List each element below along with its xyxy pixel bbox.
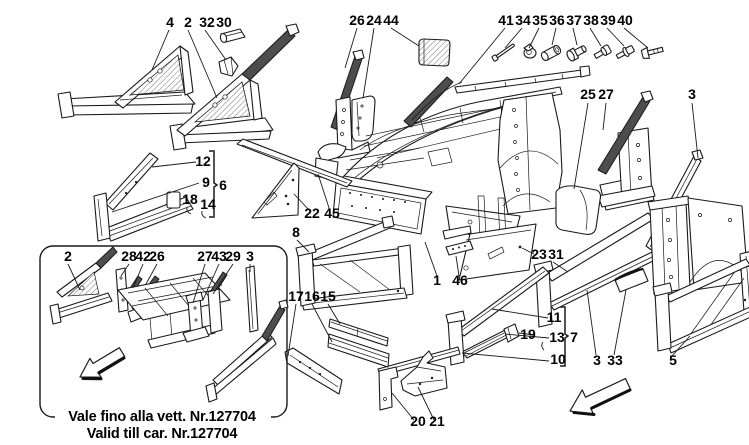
callout-37: 37 — [566, 12, 582, 28]
inset-callout-29: 29 — [225, 248, 241, 264]
callout-13: 13 — [549, 329, 565, 345]
callout-10: 10 — [550, 351, 566, 367]
caption-line-english: Valid till car. Nr.127704 — [87, 426, 238, 442]
bushing-icon — [540, 44, 562, 62]
callout-20: 20 — [410, 413, 426, 429]
left-sill-group-drawing — [93, 152, 194, 242]
bolt-icon — [566, 45, 587, 62]
part-41-rail-drawing — [454, 65, 591, 94]
inset-leader-lines — [67, 263, 251, 304]
callout-19: 19 — [520, 326, 536, 342]
callout-22: 22 — [304, 205, 320, 221]
main-chassis-drawing — [314, 76, 563, 241]
part-27-pillar-assembly-drawing — [597, 90, 656, 211]
callout-41: 41 — [498, 12, 514, 28]
group-bracket-6 — [209, 150, 219, 218]
callout-5: 5 — [669, 352, 677, 368]
leader-lines — [111, 27, 699, 421]
inset-callout-2: 2 — [64, 248, 72, 264]
callout-1: 1 — [433, 272, 441, 288]
part-2-side-frame-drawing — [169, 23, 300, 151]
inset-callout-28: 28 — [121, 248, 137, 264]
screw-icon-40 — [640, 46, 664, 59]
inset-direction-arrow — [79, 347, 126, 381]
callout-23: 23 — [531, 246, 547, 262]
callout-46: 46 — [452, 272, 468, 288]
part-25-panel-drawing — [555, 185, 602, 235]
inset-callout-43: 43 — [211, 248, 227, 264]
part-22-gusset-drawing — [251, 162, 300, 219]
callout-36: 36 — [549, 12, 565, 28]
inset-validity-box — [39, 245, 289, 418]
part-18-plate-drawing — [166, 191, 181, 209]
callout-11: 11 — [547, 309, 562, 325]
callout-45: 45 — [324, 205, 340, 221]
callout-31: 31 — [548, 246, 564, 262]
clip-icon — [523, 43, 537, 59]
callout-32: 32 — [199, 14, 215, 30]
inset-mini-diagram — [49, 246, 289, 403]
callout-30: 30 — [216, 14, 232, 30]
part-32-wedge-drawing — [218, 56, 239, 77]
part-30-sleeve-drawing — [219, 28, 246, 43]
callout-3-bottom: 3 — [593, 352, 601, 368]
callout-39: 39 — [600, 12, 616, 28]
fastener-icons — [491, 43, 664, 62]
inset-callout-42: 42 — [135, 248, 151, 264]
callout-7: 7 — [570, 329, 578, 345]
callout-26: 26 — [349, 12, 365, 28]
callout-24: 24 — [366, 12, 382, 28]
callout-35: 35 — [532, 12, 548, 28]
part-44-pad-drawing — [418, 38, 451, 67]
callout-4: 4 — [166, 14, 174, 30]
callout-34: 34 — [515, 12, 531, 28]
wheelhouse-assembly-drawing — [533, 195, 749, 328]
callout-labels: 4 2 32 30 26 24 44 41 34 35 36 37 38 39 … — [64, 12, 696, 429]
callout-12: 12 — [195, 153, 211, 169]
underbody-strips-drawing — [284, 318, 390, 395]
callout-6: 6 — [219, 177, 227, 193]
inset-callout-27: 27 — [197, 248, 213, 264]
inset-callout-26: 26 — [149, 248, 165, 264]
inset-callout-3: 3 — [246, 248, 254, 264]
part-5-frame-drawing — [652, 251, 749, 354]
caption-line-italian: Vale fino alla vett. Nr.127704 — [68, 409, 256, 425]
callout-17: 17 — [288, 288, 304, 304]
direction-arrow — [569, 378, 632, 416]
part-33-arch-strip-drawing — [614, 267, 649, 293]
callout-2: 2 — [184, 14, 192, 30]
validity-caption: Vale fino alla vett. Nr.127704 Valid til… — [55, 407, 271, 442]
callout-8: 8 — [292, 224, 300, 240]
callout-14: 14 — [200, 196, 216, 212]
callout-25: 25 — [580, 86, 596, 102]
lower-rails-group-drawing — [377, 266, 550, 377]
part-24-shield-drawing — [333, 95, 376, 159]
callout-9: 9 — [202, 174, 210, 190]
callout-3-top: 3 — [688, 86, 696, 102]
callout-21: 21 — [429, 413, 445, 429]
callout-44: 44 — [383, 12, 399, 28]
screw-icon-38 — [593, 44, 612, 59]
callout-38: 38 — [583, 12, 599, 28]
callout-18: 18 — [182, 191, 198, 207]
callout-15: 15 — [320, 288, 336, 304]
part-4-side-frame-drawing — [57, 45, 196, 119]
part-46-bracket-drawing — [445, 240, 474, 256]
callout-33: 33 — [607, 352, 623, 368]
callout-27: 27 — [598, 86, 614, 102]
callout-16: 16 — [304, 288, 320, 304]
group-bracket-7 — [560, 306, 570, 367]
screw-icon-39 — [615, 45, 635, 60]
small-brackets-drawing — [378, 350, 448, 411]
callout-40: 40 — [617, 12, 633, 28]
part-19-wedge-drawing — [503, 323, 520, 343]
rivet-icon — [491, 43, 515, 62]
part-8-subframe-drawing — [295, 215, 414, 311]
